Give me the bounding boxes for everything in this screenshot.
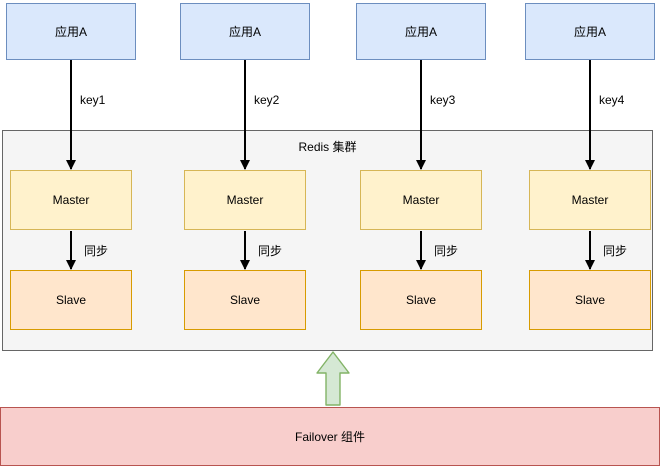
column-2: 应用A key2 Master 同步 Slave xyxy=(180,0,310,351)
slave-node-label: Slave xyxy=(55,293,87,307)
master-node: Master xyxy=(10,170,132,230)
slave-node: Slave xyxy=(184,270,306,330)
app-node-label: 应用A xyxy=(54,25,87,39)
up-arrow-icon xyxy=(316,351,350,406)
slave-node: Slave xyxy=(360,270,482,330)
app-node: 应用A xyxy=(180,3,310,60)
slave-node-label: Slave xyxy=(574,293,606,307)
column-1: 应用A key1 Master 同步 Slave xyxy=(6,0,136,351)
master-node-label: Master xyxy=(226,193,264,207)
key-edge-label: key2 xyxy=(254,93,280,107)
sync-edge-label: 同步 xyxy=(434,244,459,258)
key-edge-label: key4 xyxy=(599,93,625,107)
failover-label: Failover 组件 xyxy=(294,430,365,444)
column-3: 应用A key3 Master 同步 Slave xyxy=(356,0,486,351)
sync-arrow-down-icon xyxy=(244,231,246,269)
app-node-label: 应用A xyxy=(404,25,437,39)
key-edge-label: key3 xyxy=(430,93,456,107)
slave-node-label: Slave xyxy=(405,293,437,307)
app-node-label: 应用A xyxy=(573,25,606,39)
sync-arrow-down-icon xyxy=(70,231,72,269)
key-arrow-down-icon xyxy=(420,60,422,169)
app-node: 应用A xyxy=(6,3,136,60)
app-node: 应用A xyxy=(356,3,486,60)
slave-node: Slave xyxy=(10,270,132,330)
master-node: Master xyxy=(529,170,651,230)
key-arrow-down-icon xyxy=(589,60,591,169)
key-arrow-down-icon xyxy=(70,60,72,169)
app-node-label: 应用A xyxy=(228,25,261,39)
sync-edge-label: 同步 xyxy=(603,244,628,258)
master-node: Master xyxy=(360,170,482,230)
key-edge-label: key1 xyxy=(80,93,106,107)
sync-arrow-down-icon xyxy=(589,231,591,269)
slave-node: Slave xyxy=(529,270,651,330)
sync-edge-label: 同步 xyxy=(84,244,109,258)
master-node-label: Master xyxy=(402,193,440,207)
sync-edge-label: 同步 xyxy=(258,244,283,258)
master-node-label: Master xyxy=(52,193,90,207)
master-node: Master xyxy=(184,170,306,230)
sync-arrow-down-icon xyxy=(420,231,422,269)
column-4: 应用A key4 Master 同步 Slave xyxy=(525,0,655,351)
master-node-label: Master xyxy=(571,193,609,207)
failover-component: Failover 组件 xyxy=(0,407,660,466)
app-node: 应用A xyxy=(525,3,655,60)
slave-node-label: Slave xyxy=(229,293,261,307)
key-arrow-down-icon xyxy=(244,60,246,169)
